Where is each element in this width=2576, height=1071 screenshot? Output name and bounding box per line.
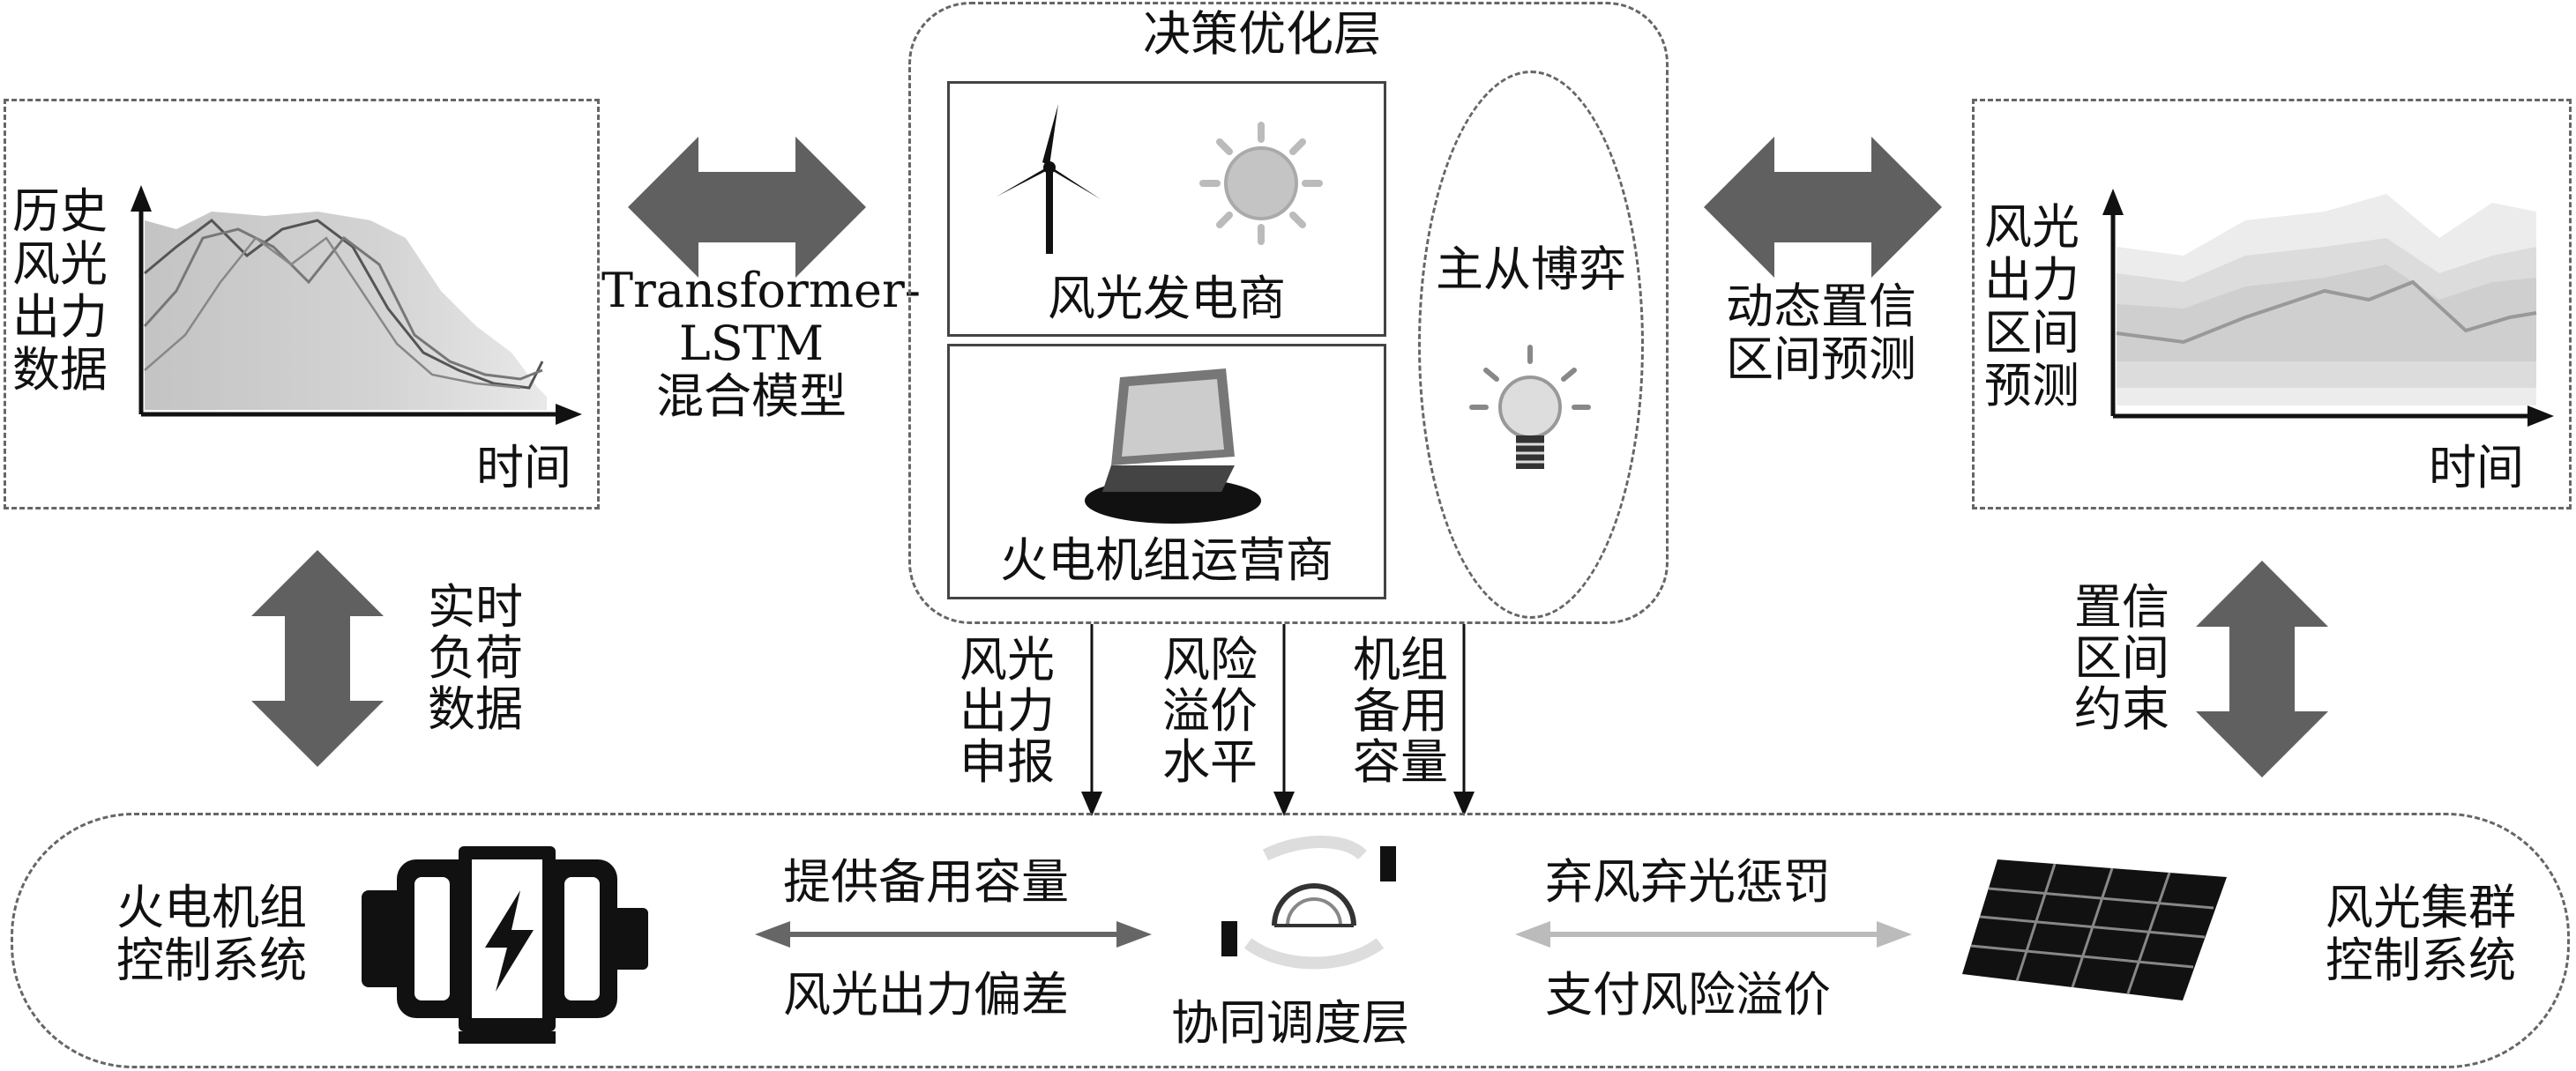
solar-panel-icon — [1962, 859, 2227, 1000]
history-data-ylabel: 历史 风光 出力 数据 — [12, 183, 108, 398]
realtime-double-arrow — [251, 550, 384, 767]
stackelberg-game-label: 主从博弈 — [1436, 242, 1626, 297]
flow-arrows — [1081, 624, 1475, 816]
lightbulb-icon — [1469, 345, 1591, 469]
thermal-exchange-arrow — [755, 921, 1152, 948]
decision-layer-title: 决策优化层 — [1143, 6, 1381, 62]
wind-report-label: 风光 出力 申报 — [959, 632, 1055, 790]
history-line-1 — [144, 219, 544, 390]
realtime-load-label: 实时 负荷 数据 — [428, 579, 523, 737]
curtail-penalty-label: 弃风弃光惩罚 — [1545, 854, 1831, 910]
wind-cluster-control-label: 风光集群 控制系统 — [2326, 880, 2516, 988]
constraint-double-arrow — [2196, 561, 2328, 777]
interval-forecast-line — [2116, 279, 2537, 345]
interval-time-xlabel: 时间 — [2429, 440, 2524, 495]
generator-icon — [362, 846, 648, 1044]
wind-turbine-icon — [997, 104, 1101, 254]
interval-forecast-chart — [2102, 189, 2554, 427]
wind-solar-producer-box — [947, 81, 1386, 337]
model-label: Transformer- LSTM 混合模型 — [601, 263, 922, 424]
risk-premium-label: 风险 溢价 水平 — [1162, 632, 1258, 790]
pay-premium-label: 支付风险溢价 — [1545, 967, 1831, 1023]
interval-double-arrow — [1704, 137, 1942, 278]
confidence-constraint-label: 置信 区间 约束 — [2074, 579, 2169, 737]
history-data-chart — [131, 185, 582, 425]
laptop-icon — [1085, 368, 1261, 524]
model-double-arrow — [628, 137, 866, 278]
interval-forecast-ylabel: 风光 出力 区间 预测 — [1984, 199, 2079, 413]
decision-layer-box — [908, 2, 1669, 624]
thermal-operator-box — [947, 344, 1386, 599]
history-data-panel — [4, 99, 600, 509]
coordination-layer-box — [11, 813, 2570, 1068]
interval-forecast-panel — [1972, 99, 2572, 509]
thermal-operator-label: 火电机组运营商 — [1000, 532, 1333, 588]
interval-prediction-label: 动态置信 区间预测 — [1726, 279, 1916, 387]
provide-reserve-label: 提供备用容量 — [783, 854, 1069, 910]
coordination-layer-title: 协同调度层 — [1171, 995, 1409, 1051]
stackelberg-game-oval — [1418, 71, 1644, 619]
history-time-xlabel: 时间 — [476, 440, 571, 495]
wind-exchange-arrow — [1515, 921, 1912, 948]
wind-solar-producer-label: 风光发电商 — [1048, 271, 1286, 326]
coordination-icon — [1221, 836, 1396, 970]
sun-icon — [1199, 122, 1323, 245]
history-line-3 — [144, 236, 521, 390]
reserve-capacity-label: 机组 备用 容量 — [1353, 632, 1448, 790]
thermal-control-label: 火电机组 控制系统 — [116, 880, 307, 988]
history-line-2 — [143, 227, 543, 381]
wind-deviation-label: 风光出力偏差 — [783, 967, 1069, 1023]
interval-band-inner — [2117, 264, 2536, 361]
